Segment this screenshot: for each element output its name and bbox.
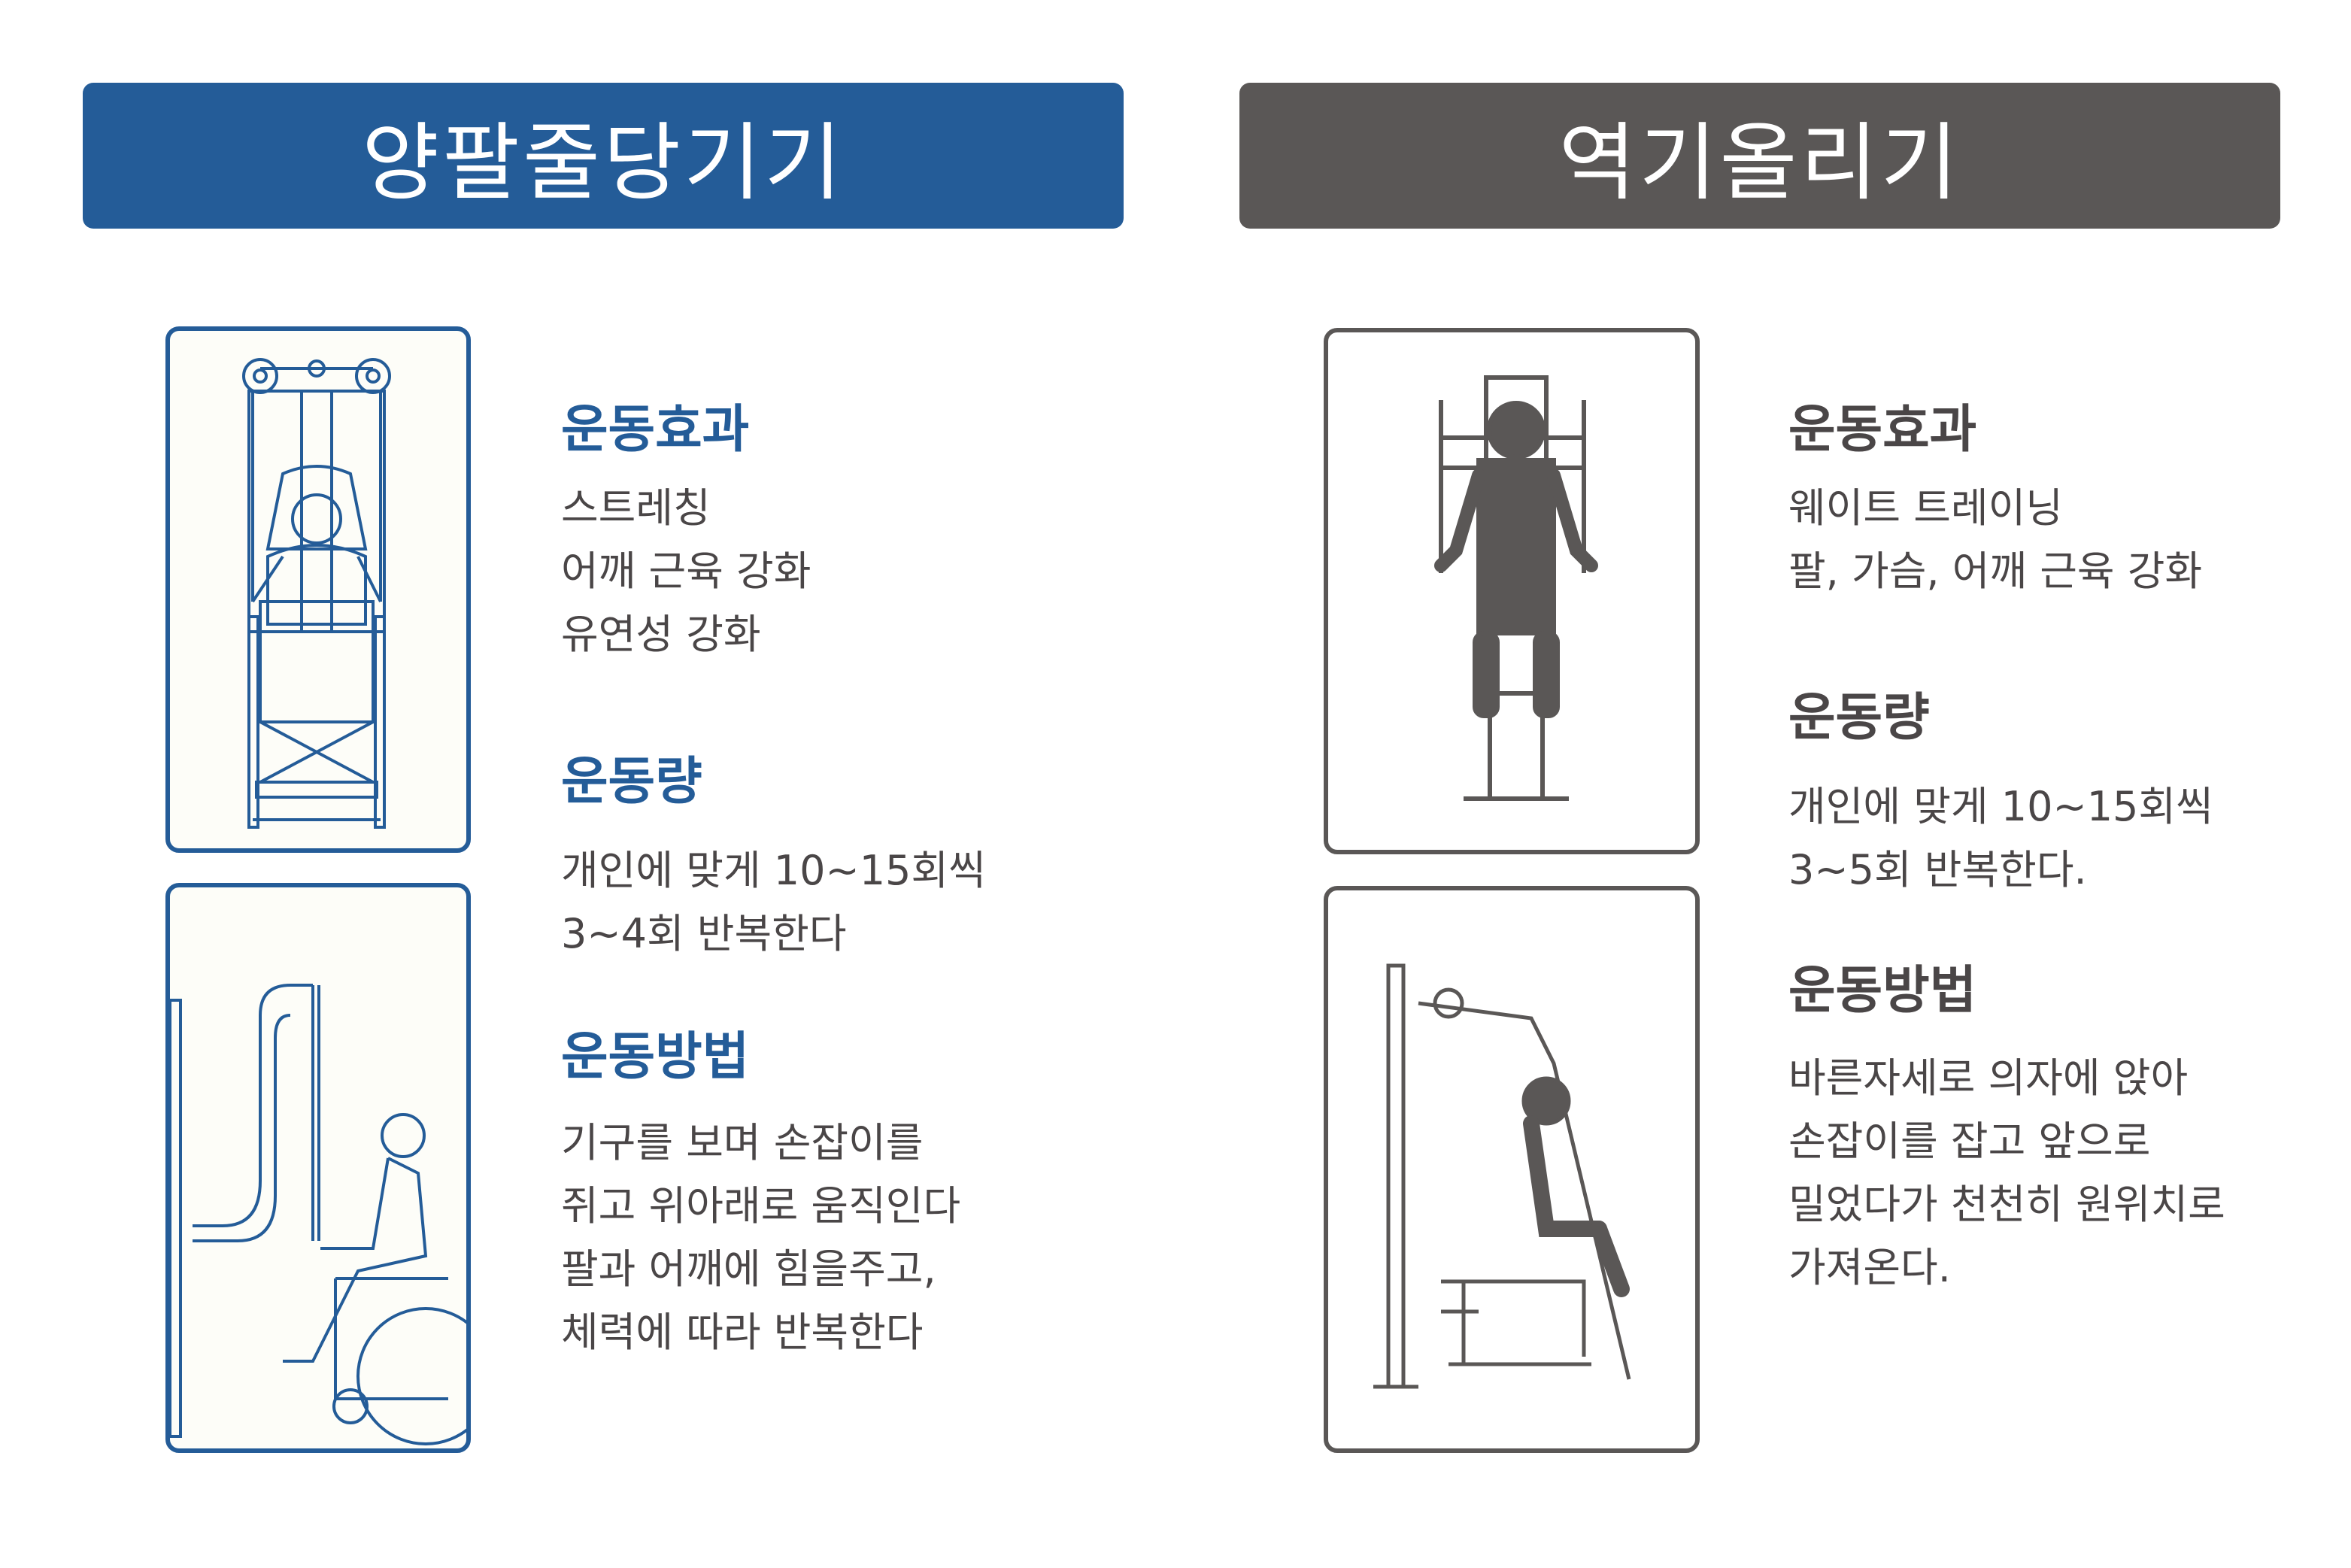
left-method-heading: 운동방법 bbox=[561, 1027, 750, 1087]
right-amount-heading: 운동량 bbox=[1788, 688, 1930, 748]
right-amount-line: 개인에 맞게 10~15회씩 bbox=[1788, 783, 2213, 830]
left-effect-heading: 운동효과 bbox=[561, 400, 750, 459]
right-method-line: 바른자세로 의자에 앉아 bbox=[1788, 1054, 2189, 1102]
right-method-line: 밀었다가 천천히 원위치로 bbox=[1788, 1181, 2225, 1228]
left-effect-line: 어깨 근육 강화 bbox=[561, 547, 811, 595]
right-method-section: 운동방법 바른자세로 의자에 앉아 손잡이를 잡고 앞으로 밀었다가 천천히 원… bbox=[1788, 960, 2225, 1300]
left-amount-section: 운동량 개인에 맞게 10~15회씩 3~4회 반복한다 bbox=[561, 751, 986, 966]
right-title: 역기올리기 bbox=[1558, 114, 1961, 212]
right-method-heading: 운동방법 bbox=[1788, 961, 1977, 1021]
left-amount-line: 3~4회 반복한다 bbox=[561, 910, 847, 957]
left-amount-heading: 운동량 bbox=[561, 752, 702, 811]
left-method-line: 쥐고 위아래로 움직인다 bbox=[561, 1182, 961, 1230]
left-amount-line: 개인에 맞게 10~15회씩 bbox=[561, 847, 986, 894]
left-effect-line: 스트레칭 bbox=[561, 484, 711, 532]
right-effect-line: 팔, 가슴, 어깨 근육 강화 bbox=[1788, 547, 2203, 595]
left-effect-section: 운동효과 스트레칭 어깨 근육 강화 유연성 강화 bbox=[561, 399, 811, 666]
right-title-banner: 역기올리기 bbox=[1239, 83, 2280, 229]
left-effect-line: 유연성 강화 bbox=[561, 611, 761, 658]
left-method-line: 기구를 보며 손잡이를 bbox=[561, 1119, 924, 1166]
right-effect-heading: 운동효과 bbox=[1788, 400, 1977, 459]
left-title: 양팔줄당기기 bbox=[361, 114, 845, 212]
right-effect-line: 웨이트 트레이닝 bbox=[1788, 484, 2063, 532]
left-method-line: 팔과 어깨에 힘을주고, bbox=[561, 1245, 936, 1293]
right-method-line: 가져온다. bbox=[1788, 1244, 1951, 1291]
left-method-line: 체력에 따라 반복한다 bbox=[561, 1309, 924, 1356]
pulley-side-illustration bbox=[165, 883, 471, 1453]
pulley-front-illustration bbox=[165, 326, 471, 853]
weight-lift-front-illustration bbox=[1324, 328, 1700, 854]
right-amount-line: 3~5회 반복한다. bbox=[1788, 846, 2087, 893]
left-title-banner: 양팔줄당기기 bbox=[83, 83, 1124, 229]
right-amount-section: 운동량 개인에 맞게 10~15회씩 3~5회 반복한다. bbox=[1788, 687, 2213, 902]
right-effect-section: 운동효과 웨이트 트레이닝 팔, 가슴, 어깨 근육 강화 bbox=[1788, 399, 2202, 603]
weight-lift-side-illustration bbox=[1324, 886, 1700, 1453]
left-method-section: 운동방법 기구를 보며 손잡이를 쥐고 위아래로 움직인다 팔과 어깨에 힘을주… bbox=[561, 1026, 960, 1364]
right-method-line: 손잡이를 잡고 앞으로 bbox=[1788, 1118, 2151, 1165]
